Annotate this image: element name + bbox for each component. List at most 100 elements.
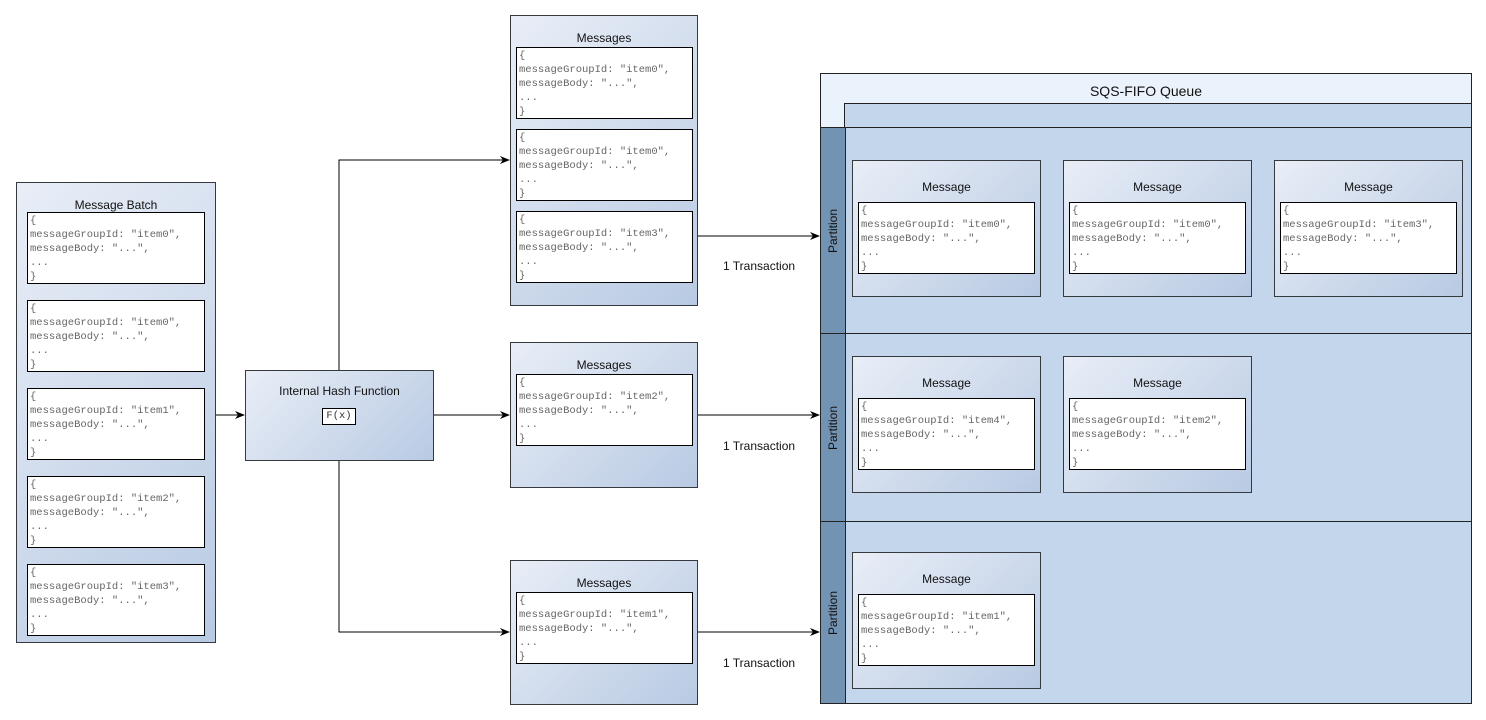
code-line: messageGroupId: "item2", (1072, 415, 1224, 427)
code-line: messageGroupId: "item0", (30, 317, 182, 329)
code-line: messageBody: "...", (1072, 429, 1192, 441)
code-line: } (519, 433, 526, 445)
code-line: ... (1072, 247, 1091, 259)
code-line: ... (30, 345, 49, 357)
code-line: { (861, 401, 868, 413)
code-line: ... (519, 256, 538, 268)
group-title: Messages (576, 31, 632, 45)
code-snippet: {messageGroupId: "item0",messageBody: ".… (27, 212, 205, 284)
code-line: } (30, 271, 37, 283)
code-line: messageBody: "...", (30, 419, 150, 431)
partition-label: Partition (826, 405, 840, 450)
message-card: Message{messageGroupId: "item4",messageB… (852, 356, 1041, 493)
code-line: } (1072, 261, 1079, 273)
group-title: Messages (576, 576, 632, 590)
code-line: ... (519, 637, 538, 649)
code-line: ... (30, 433, 49, 445)
partition-strip: Partition (821, 522, 846, 703)
transaction-label: 1 Transaction (723, 439, 796, 453)
code-line: messageGroupId: "item1", (519, 609, 671, 621)
message-title: Message (1344, 180, 1393, 194)
code-line: { (30, 479, 37, 491)
code-line: messageBody: "...", (519, 160, 639, 172)
code-line: messageGroupId: "item1", (861, 611, 1013, 623)
code-line: messageBody: "...", (519, 242, 639, 254)
code-line: { (1283, 205, 1290, 217)
code-line: { (519, 50, 526, 62)
code-line: messageBody: "...", (1283, 233, 1403, 245)
hash-title: Internal Hash Function (279, 384, 400, 398)
code-line: ... (861, 443, 880, 455)
code-line: messageBody: "...", (30, 243, 150, 255)
code-line: } (861, 261, 868, 273)
code-snippet: { messageGroupId: "item3", messageBody: ".… (27, 564, 205, 636)
code-snippet: {messageGroupId: "item0",messageBody: ".… (516, 47, 693, 119)
arrow (338, 460, 510, 636)
code-line: } (1072, 457, 1079, 469)
code-snippet: { messageGroupId: "item4", messageBody: ".… (858, 398, 1035, 470)
code-line: ... (30, 609, 49, 621)
messages-group: Messages { messageGroupId: "item1", message… (510, 560, 698, 705)
formula-box: F(x) (322, 408, 356, 425)
code-line: messageBody: "...", (861, 429, 981, 441)
code-snippet: {messageGroupId: "item2",messageBody: ".… (27, 476, 205, 548)
code-line: messageBody: "...", (30, 507, 150, 519)
code-line: } (30, 535, 37, 547)
code-line: { (30, 303, 37, 315)
code-snippet: {messageGroupId: "item2",messageBody: ".… (1069, 398, 1246, 470)
code-line: messageGroupId: "item3", (519, 228, 671, 240)
code-line: } (1283, 261, 1290, 273)
code-line: messageGroupId: "item4", (861, 415, 1013, 427)
code-line: ... (30, 521, 49, 533)
code-line: messageBody: "...", (30, 595, 150, 607)
message-title: Message (922, 572, 971, 586)
code-line: messageBody: "...", (519, 78, 639, 90)
message-title: Message (1133, 180, 1182, 194)
code-line: ... (861, 247, 880, 259)
transaction-label: 1 Transaction (723, 259, 796, 273)
partition-strip: Partition (821, 334, 846, 521)
code-line: messageBody: "...", (519, 623, 639, 635)
code-line: messageBody: "...", (1072, 233, 1192, 245)
code-line: { (30, 567, 37, 579)
code-line: } (30, 359, 37, 371)
code-line: messageBody: "...", (519, 405, 639, 417)
messages-group: Messages{messageGroupId: "item2",message… (510, 342, 698, 488)
code-line: } (861, 653, 868, 665)
code-snippet: {messageGroupId: "item0",messageBody: ".… (516, 129, 693, 201)
code-line: { (519, 377, 526, 389)
code-snippet: { messageGroupId: "item1", messageBody: ".… (516, 592, 693, 664)
code-line: ... (519, 419, 538, 431)
code-snippet: { messageGroupId: "item0", messageBody: ".… (27, 300, 205, 372)
queue-title: SQS-FIFO Queue (1089, 83, 1203, 99)
message-card: Message {messageGroupId: "item0",messageB… (1063, 160, 1252, 297)
code-snippet: { messageGroupId: "item3", messageBody: ".… (516, 211, 693, 283)
code-line: } (519, 188, 526, 200)
code-line: ... (519, 92, 538, 104)
partition-label: Partition (826, 590, 840, 635)
code-snippet: {messageGroupId: "item0",messageBody: ".… (1069, 202, 1246, 274)
message-title: Message (1133, 376, 1182, 390)
code-line: messageBody: "...", (861, 625, 981, 637)
code-snippet: {messageGroupId: "item1",messageBody: ".… (27, 388, 205, 460)
message-batch: Message Batch { messageGroupId: "item0", me… (16, 182, 216, 643)
code-line: messageGroupId: "item3", (1283, 219, 1435, 231)
code-snippet: { messageGroupId: "item3", messageBody: ".… (1280, 202, 1457, 274)
code-line: messageBody: "...", (30, 331, 150, 343)
message-card: Message{messageGroupId: "item0",messageB… (852, 160, 1041, 297)
code-line: } (30, 623, 37, 635)
code-line: ... (30, 257, 49, 269)
code-line: ... (861, 639, 880, 651)
code-line: { (519, 595, 526, 607)
code-line: messageGroupId: "item3", (30, 581, 182, 593)
code-line: { (519, 214, 526, 226)
code-line: messageGroupId: "item0", (861, 219, 1013, 231)
code-snippet: {messageGroupId: "item2",messageBody: ".… (516, 374, 693, 446)
batch-title: Message Batch (74, 198, 158, 212)
queue-header (844, 103, 1472, 128)
message-title: Message (922, 180, 971, 194)
code-line: { (1072, 205, 1079, 217)
code-line: ... (1283, 247, 1302, 259)
arrow (338, 156, 510, 370)
